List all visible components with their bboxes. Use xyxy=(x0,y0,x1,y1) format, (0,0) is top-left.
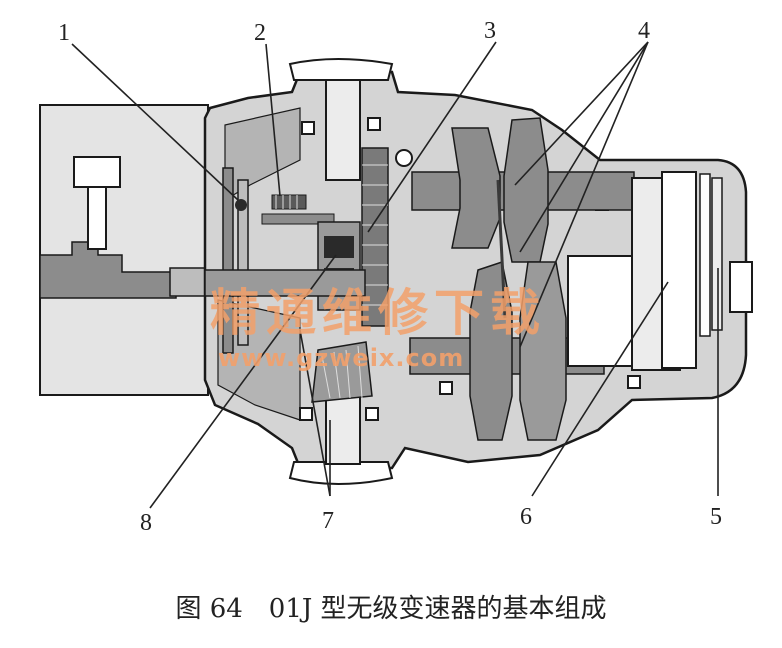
callout-2: 2 xyxy=(254,20,266,46)
callout-8: 8 xyxy=(140,510,152,536)
leader-lines xyxy=(71,41,719,509)
variator-pulleys xyxy=(409,117,635,441)
clutch-pack xyxy=(261,194,335,225)
callout-1: 1 xyxy=(58,20,70,46)
figure-caption: 图 64 01J 型无级变速器的基本组成 xyxy=(175,594,607,624)
callout-4: 4 xyxy=(638,18,650,44)
callout-5: 5 xyxy=(710,504,722,530)
flywheel-damper xyxy=(222,167,249,354)
watermark-url: www.gzweix.com xyxy=(218,344,464,372)
differential-bevel-gear xyxy=(311,341,373,403)
watermark-text: 精通维修下载 xyxy=(210,284,546,342)
callout-6: 6 xyxy=(520,504,532,530)
watermark: 精通维修下载 www.gzweix.com xyxy=(210,284,546,372)
callout-3: 3 xyxy=(484,18,496,44)
engine-flange-block xyxy=(39,104,209,396)
hydraulic-control-unit xyxy=(567,171,753,371)
callout-7: 7 xyxy=(322,508,334,534)
callout-labels: 1 2 3 4 5 6 7 8 xyxy=(58,18,722,536)
input-shaft xyxy=(204,269,366,297)
